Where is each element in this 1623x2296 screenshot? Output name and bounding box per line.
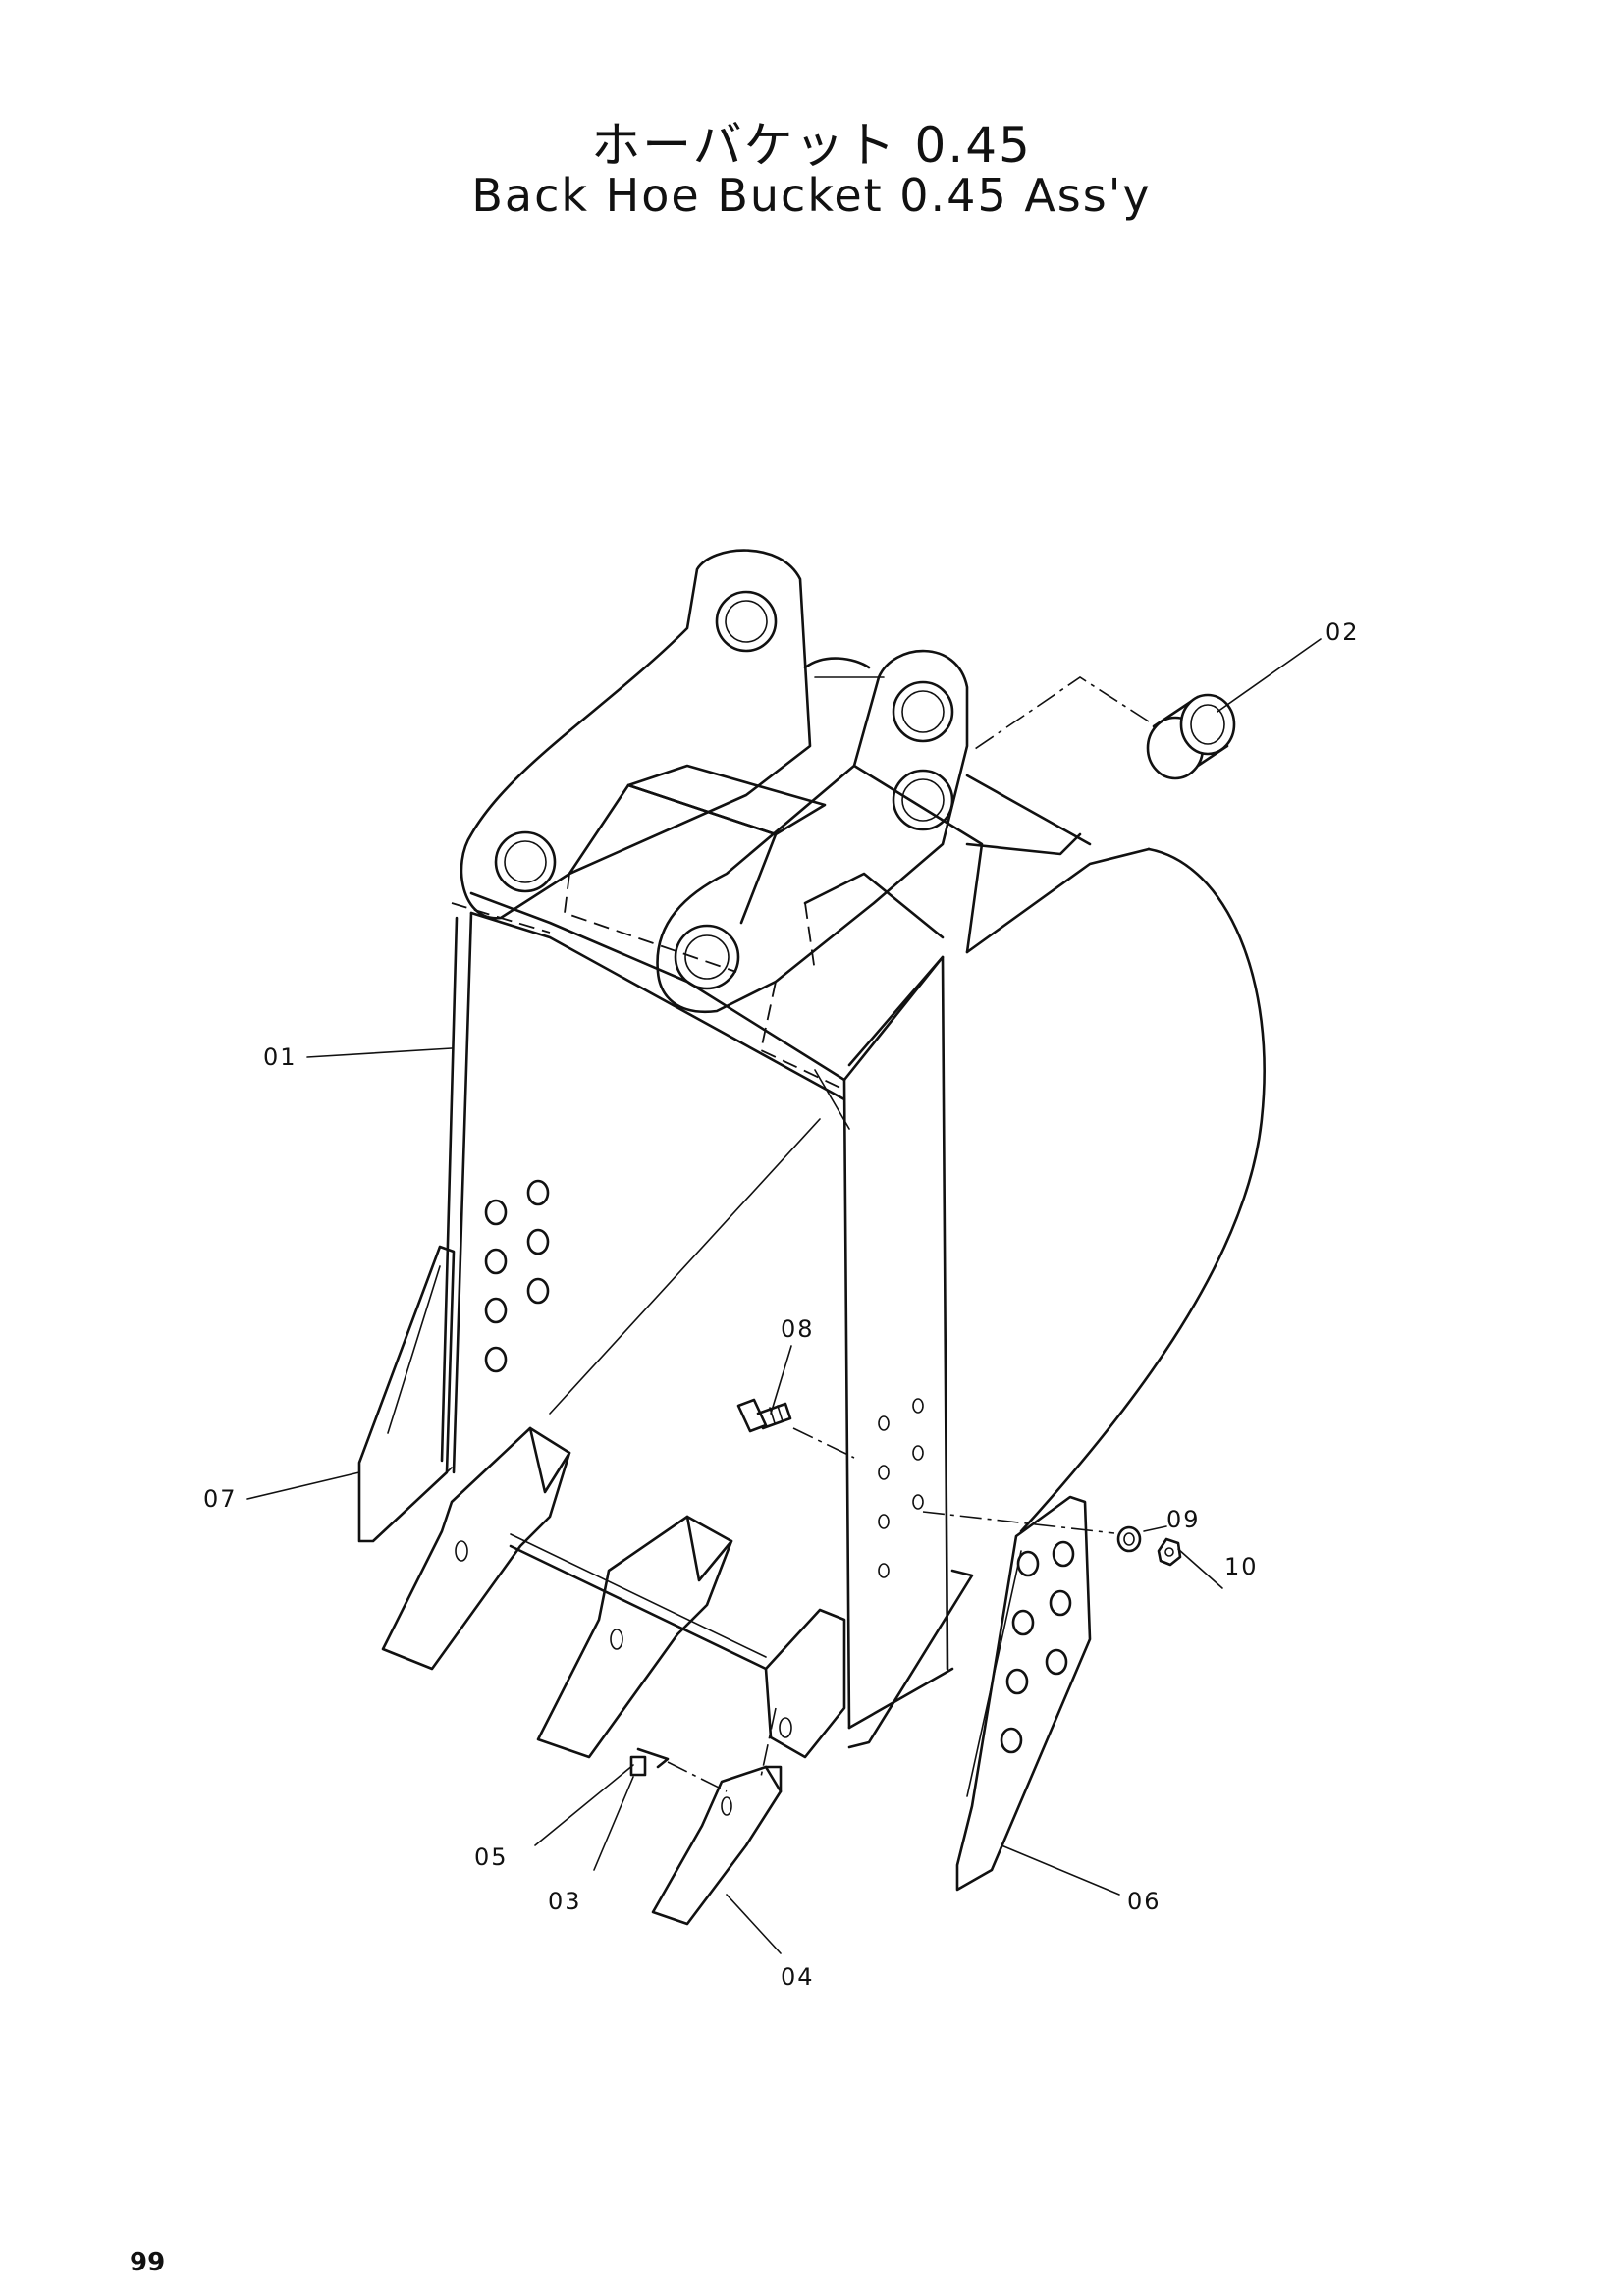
callout-02: 02	[1325, 618, 1360, 646]
fasteners	[736, 1398, 1182, 1567]
front-plate-holes	[878, 1398, 924, 1578]
leader-02	[1217, 638, 1322, 713]
drawing-title-japanese: ホーバケット 0.45	[591, 117, 1032, 174]
leader-08	[770, 1345, 792, 1415]
bucket-body	[440, 847, 1266, 1730]
leader-lines	[246, 638, 1322, 1954]
drawing-title-english: Back Hoe Bucket 0.45 Ass'y	[471, 169, 1152, 222]
leader-07	[246, 1471, 360, 1500]
callout-06: 06	[1127, 1888, 1162, 1915]
callout-01: 01	[263, 1043, 298, 1071]
bushing	[971, 676, 1236, 780]
callout-07: 07	[203, 1485, 238, 1513]
side-cutter-right	[847, 1495, 1092, 1892]
mounting-brackets	[460, 549, 1092, 1091]
callout-03: 03	[548, 1888, 582, 1915]
page-number: 99	[130, 2248, 166, 2277]
leader-09	[1143, 1525, 1167, 1532]
teeth-row	[381, 1426, 846, 1759]
callout-05: 05	[474, 1843, 509, 1871]
exploded-tooth	[629, 1707, 783, 1926]
callout-04: 04	[781, 1963, 815, 1991]
callout-10: 10	[1224, 1553, 1259, 1580]
callout-08: 08	[781, 1315, 815, 1343]
leader-01	[306, 1047, 453, 1058]
side-cutter-left	[357, 1245, 456, 1543]
callout-09: 09	[1166, 1506, 1201, 1533]
side-plate-bosses	[484, 1179, 550, 1373]
leader-10	[1177, 1548, 1223, 1589]
leader-03	[593, 1776, 634, 1871]
inner-sight-line	[549, 1118, 821, 1415]
leader-05	[534, 1764, 634, 1846]
leader-06	[1001, 1844, 1120, 1896]
leader-04	[726, 1894, 782, 1954]
